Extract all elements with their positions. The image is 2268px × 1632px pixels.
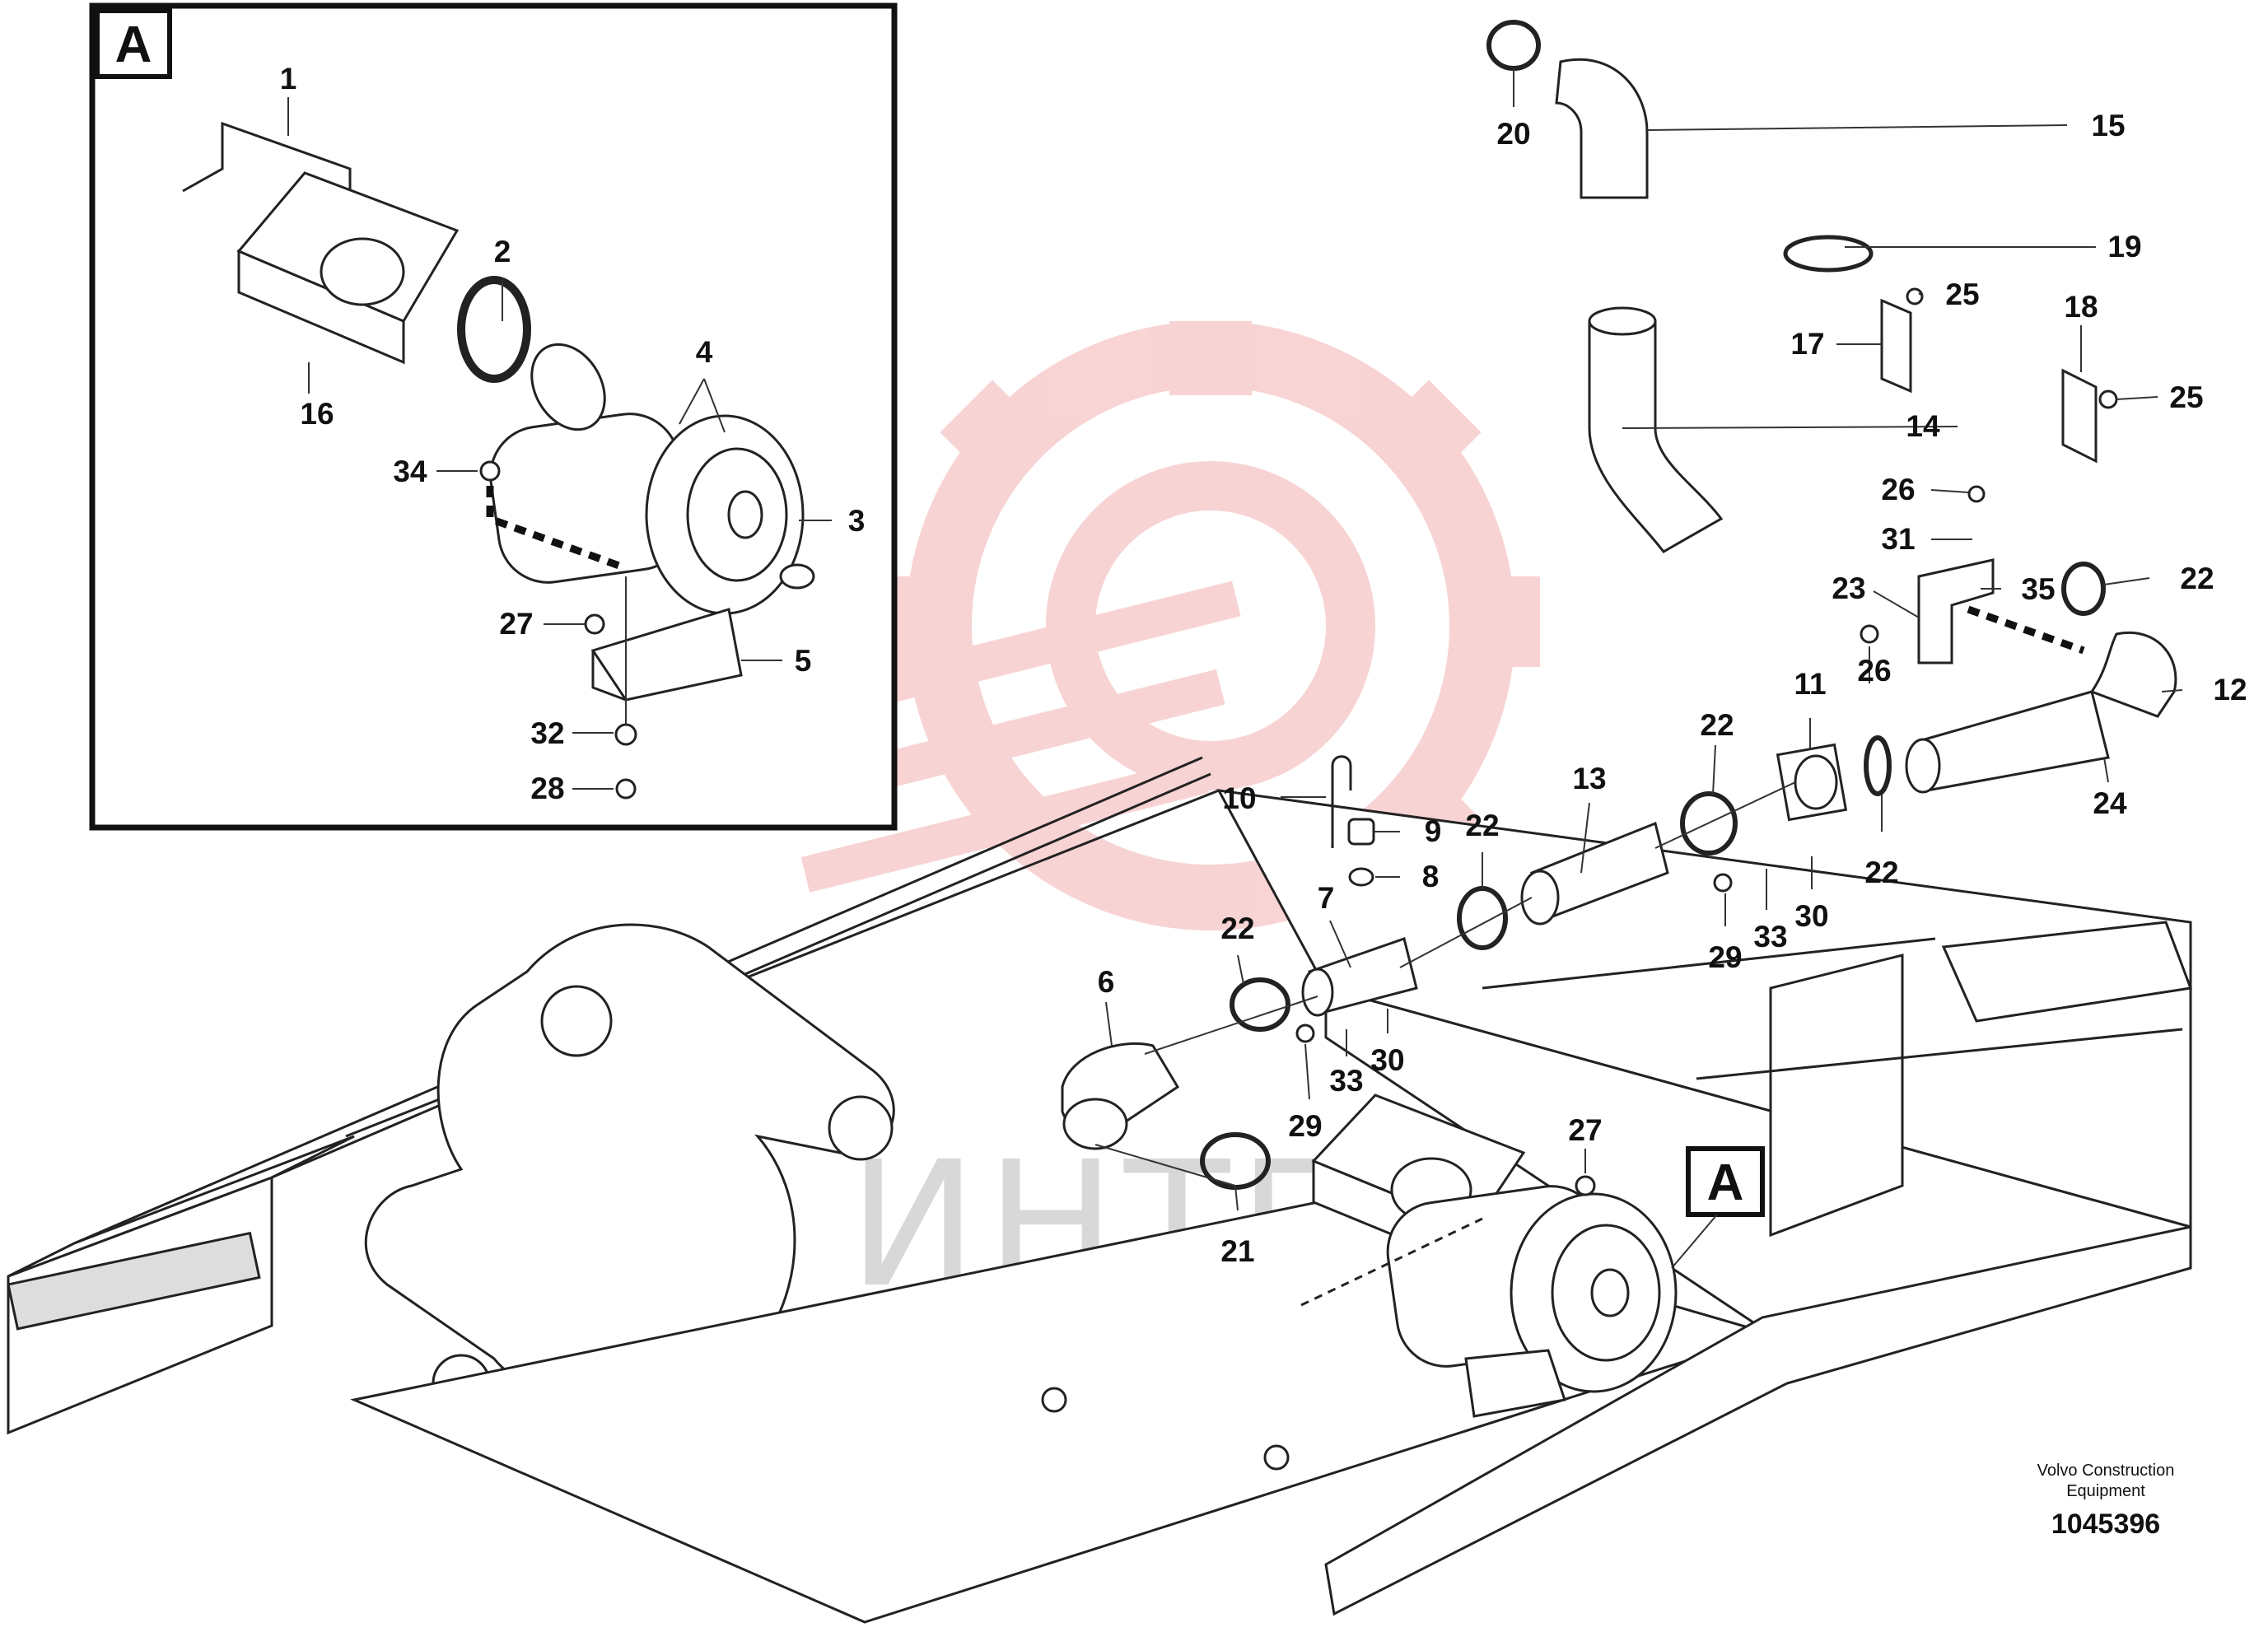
callout-23: 23 (1832, 571, 1865, 605)
intake-hose-assembly (1061, 20, 2177, 1190)
mount-bracket-part (590, 608, 743, 702)
publisher-block: Volvo Construction Equipment 1045396 (2037, 1462, 2175, 1540)
callout-7: 7 (1318, 881, 1335, 915)
callout-35: 35 (2021, 572, 2055, 606)
callout-5: 5 (795, 644, 812, 678)
callout-32: 32 (530, 716, 564, 750)
callout-labels: 1 2 3 4 5 16 34 27 32 28 20 15 19 25 18 … (280, 62, 2247, 1268)
callout-29-b: 29 (1288, 1109, 1322, 1143)
callout-13: 13 (1572, 762, 1606, 795)
publisher-line-1: Volvo Construction (2037, 1462, 2175, 1480)
callout-30-a: 30 (1794, 899, 1828, 933)
seal-ring-part (457, 276, 531, 383)
callout-17: 17 (1790, 327, 1824, 361)
callout-11: 11 (1794, 667, 1826, 701)
callout-10: 10 (1222, 781, 1256, 815)
callout-31: 31 (1881, 522, 1915, 556)
callout-8: 8 (1422, 860, 1440, 893)
callout-21: 21 (1220, 1234, 1254, 1268)
mounted-air-filter: A (1300, 1093, 1765, 1418)
callout-22-d: 22 (1864, 856, 1898, 889)
callout-28: 28 (530, 772, 564, 805)
callout-3: 3 (848, 504, 866, 538)
callout-18: 18 (2064, 290, 2098, 324)
callout-27-main: 27 (1568, 1113, 1602, 1147)
callout-25-a: 25 (1945, 277, 1979, 311)
callout-20: 20 (1496, 117, 1530, 151)
callout-22-e: 22 (1220, 912, 1254, 945)
drawing-number: 1045396 (2051, 1508, 2160, 1540)
callout-26-a: 26 (1881, 473, 1915, 506)
callout-19: 19 (2107, 230, 2141, 263)
callout-9: 9 (1425, 814, 1442, 848)
callout-1: 1 (280, 62, 297, 96)
leader-lines (1105, 124, 2183, 1211)
callout-33-a: 33 (1753, 920, 1787, 954)
callout-tag: A (1707, 1154, 1744, 1211)
inset-tag: A (115, 16, 152, 73)
callout-30-b: 30 (1370, 1043, 1404, 1077)
callout-4: 4 (696, 335, 713, 369)
callout-26-b: 26 (1857, 654, 1891, 688)
publisher-line-2: Equipment (2066, 1482, 2145, 1500)
callout-22-b: 22 (1700, 708, 1734, 742)
callout-22-c: 22 (1465, 809, 1499, 842)
callout-24: 24 (2093, 786, 2127, 820)
callout-27-inset: 27 (499, 607, 533, 641)
callout-16: 16 (300, 397, 334, 431)
callout-15: 15 (2091, 109, 2125, 142)
callout-6: 6 (1098, 965, 1115, 999)
upper-frame-drawing (7, 756, 2193, 1624)
callout-22-a: 22 (2180, 562, 2214, 595)
callout-12: 12 (2213, 673, 2247, 706)
callout-33-b: 33 (1329, 1064, 1363, 1098)
callout-14: 14 (1906, 409, 1940, 443)
callout-2: 2 (494, 235, 511, 268)
callout-34: 34 (393, 455, 427, 488)
detail-inset-a: A (89, 2, 898, 831)
callout-25-b: 25 (2169, 380, 2203, 414)
callout-29-a: 29 (1708, 940, 1742, 974)
